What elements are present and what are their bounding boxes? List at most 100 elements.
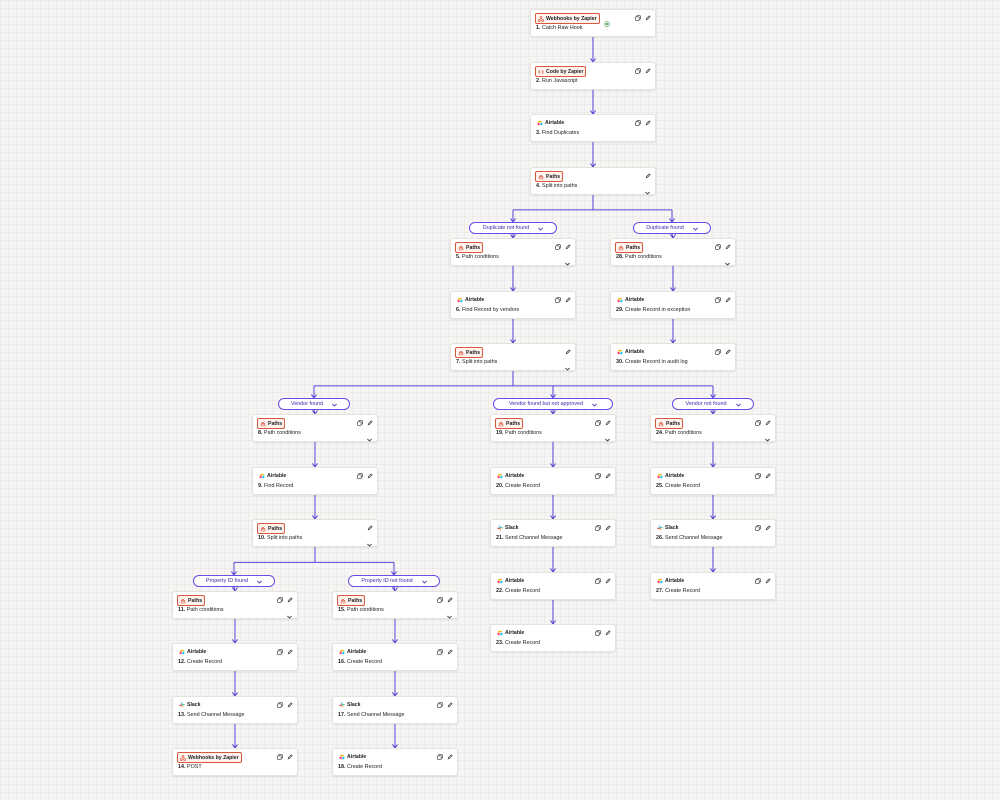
chevron-down-icon[interactable] <box>446 607 453 619</box>
edit-pencil-icon[interactable] <box>286 596 293 603</box>
duplicate-icon[interactable] <box>356 472 363 479</box>
duplicate-icon[interactable] <box>754 419 761 426</box>
duplicate-icon[interactable] <box>594 524 601 531</box>
duplicate-icon[interactable] <box>634 14 641 21</box>
path-branch-pill[interactable]: Duplicate found <box>633 222 711 234</box>
duplicate-icon[interactable] <box>436 596 443 603</box>
edit-pencil-icon[interactable] <box>564 296 571 303</box>
edit-pencil-icon[interactable] <box>286 701 293 708</box>
edit-pencil-icon[interactable] <box>286 753 293 760</box>
duplicate-icon[interactable] <box>714 243 721 250</box>
edit-pencil-icon[interactable] <box>644 172 651 179</box>
edit-pencil-icon[interactable] <box>724 243 731 250</box>
duplicate-icon[interactable] <box>594 629 601 636</box>
edit-pencil-icon[interactable] <box>604 577 611 584</box>
chevron-down-icon[interactable] <box>644 183 651 195</box>
chevron-down-icon[interactable] <box>366 430 373 442</box>
duplicate-icon[interactable] <box>634 67 641 74</box>
duplicate-icon[interactable] <box>714 296 721 303</box>
edit-pencil-icon[interactable] <box>724 296 731 303</box>
chevron-down-icon[interactable] <box>564 359 571 371</box>
duplicate-icon[interactable] <box>356 419 363 426</box>
chevron-down-icon[interactable] <box>735 402 741 407</box>
edit-pencil-icon[interactable] <box>764 419 771 426</box>
edit-pencil-icon[interactable] <box>644 119 651 126</box>
edit-pencil-icon[interactable] <box>764 472 771 479</box>
edit-pencil-icon[interactable] <box>604 419 611 426</box>
duplicate-icon[interactable] <box>276 596 283 603</box>
chevron-down-icon[interactable] <box>421 579 427 584</box>
edit-pencil-icon[interactable] <box>604 472 611 479</box>
edit-pencil-icon[interactable] <box>724 348 731 355</box>
duplicate-icon[interactable] <box>554 243 561 250</box>
duplicate-icon[interactable] <box>276 701 283 708</box>
path-branch-pill[interactable]: Property ID found <box>193 575 275 587</box>
duplicate-icon[interactable] <box>276 753 283 760</box>
edit-pencil-icon[interactable] <box>286 648 293 655</box>
chevron-down-icon[interactable] <box>604 430 611 442</box>
edit-pencil-icon[interactable] <box>446 753 453 760</box>
duplicate-icon[interactable] <box>754 524 761 531</box>
edit-pencil-icon[interactable] <box>446 596 453 603</box>
duplicate-icon[interactable] <box>436 753 443 760</box>
chevron-down-icon[interactable] <box>591 402 597 407</box>
chevron-down-icon[interactable] <box>724 254 731 266</box>
edit-pencil-icon[interactable] <box>446 648 453 655</box>
edit-pencil-icon[interactable] <box>764 524 771 531</box>
edit-pencil-icon[interactable] <box>564 348 571 355</box>
chevron-down-icon[interactable] <box>366 535 373 547</box>
edit-pencil-icon[interactable] <box>604 524 611 531</box>
duplicate-icon[interactable] <box>714 348 721 355</box>
duplicate-icon[interactable] <box>634 119 641 126</box>
path-branch-pill[interactable]: Vendor found <box>278 398 350 410</box>
duplicate-icon[interactable] <box>436 701 443 708</box>
path-branch-pill[interactable]: Vendor not found <box>672 398 754 410</box>
edit-pencil-icon[interactable] <box>644 67 651 74</box>
edit-pencil-icon[interactable] <box>564 243 571 250</box>
path-branch-pill[interactable]: Vendor found but not approved <box>493 398 613 410</box>
duplicate-icon[interactable] <box>554 296 561 303</box>
duplicate-icon[interactable] <box>594 472 601 479</box>
duplicate-icon[interactable] <box>594 419 601 426</box>
edit-pencil-icon[interactable] <box>366 524 373 531</box>
edit-pencil-icon[interactable] <box>366 472 373 479</box>
path-branch-pill[interactable]: Property ID not found <box>348 575 440 587</box>
chevron-down-icon[interactable] <box>764 430 771 442</box>
duplicate-icon[interactable] <box>276 648 283 655</box>
chevron-down-icon[interactable] <box>286 607 293 619</box>
duplicate-icon[interactable] <box>754 577 761 584</box>
chevron-down-icon[interactable] <box>331 402 337 407</box>
path-branch-pill[interactable]: Duplicate not found <box>469 222 557 234</box>
edit-pencil-icon[interactable] <box>366 419 373 426</box>
chevron-down-icon[interactable] <box>537 226 544 231</box>
edit-pencil-icon[interactable] <box>604 629 611 636</box>
